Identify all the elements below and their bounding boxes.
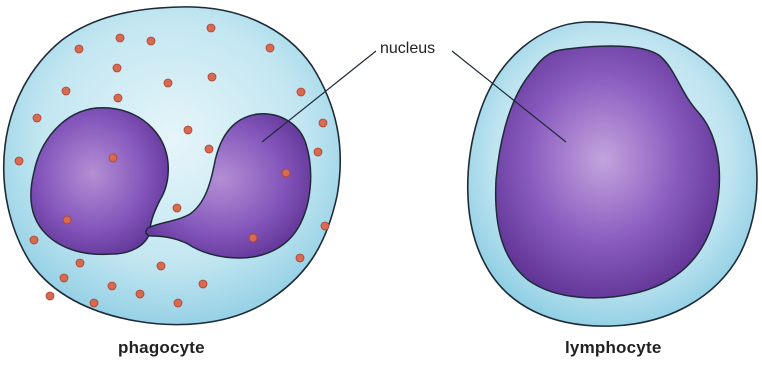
granule: [76, 259, 84, 267]
granule: [319, 119, 327, 127]
granule: [205, 145, 213, 153]
granule: [147, 37, 155, 45]
granule: [60, 274, 68, 282]
granule: [46, 292, 54, 300]
granule: [63, 216, 71, 224]
granule: [109, 154, 117, 162]
granule: [15, 157, 23, 165]
granule: [207, 24, 215, 32]
granule: [249, 234, 257, 242]
granule: [282, 169, 290, 177]
granule: [184, 126, 192, 134]
granule: [116, 34, 124, 42]
granule: [174, 299, 182, 307]
granule: [173, 204, 181, 212]
lymphocyte-label: lymphocyte: [565, 338, 661, 358]
granule: [321, 222, 329, 230]
lymphocyte-cell: [468, 22, 757, 326]
phagocyte-label: phagocyte: [118, 338, 205, 358]
granule: [33, 114, 41, 122]
granule: [90, 299, 98, 307]
granule: [266, 44, 274, 52]
granule: [62, 87, 70, 95]
granule: [75, 45, 83, 53]
granule: [296, 254, 304, 262]
granule: [208, 73, 216, 81]
granule: [114, 94, 122, 102]
phagocyte-cell: [4, 7, 341, 325]
nucleus-label: nucleus: [378, 40, 437, 58]
granule: [314, 148, 322, 156]
granule: [136, 290, 144, 298]
granule: [157, 262, 165, 270]
granule: [30, 236, 38, 244]
granule: [113, 64, 121, 72]
granule: [164, 79, 172, 87]
granule: [199, 280, 207, 288]
granule: [108, 282, 116, 290]
granule: [297, 88, 305, 96]
